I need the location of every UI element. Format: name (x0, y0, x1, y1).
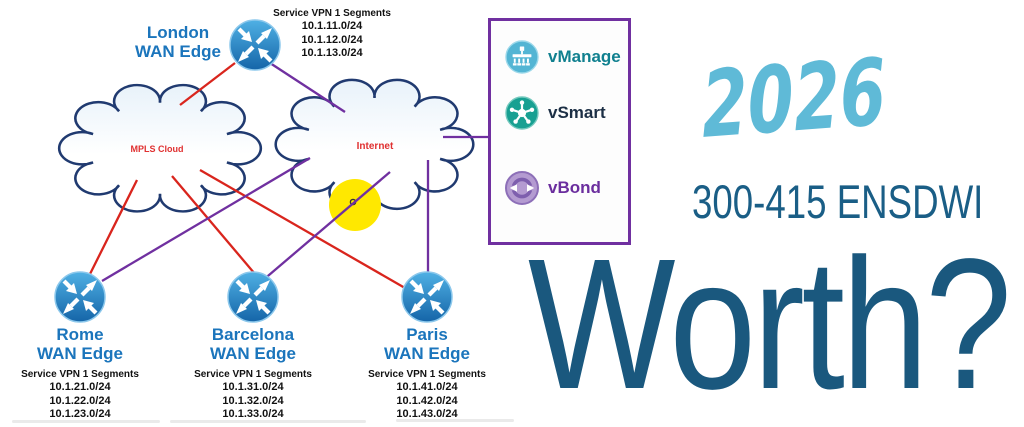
paris-segment: 10.1.41.0/24 (396, 381, 458, 393)
vbond-label: vBond (548, 178, 601, 197)
paris-segment: 10.1.42.0/24 (396, 394, 458, 407)
london-segment: 10.1.13.0/24 (301, 47, 363, 59)
rome-site-block: Rome WAN Edge Service VPN 1 Segments 10.… (5, 325, 155, 422)
vsmart-label: vSmart (548, 103, 606, 122)
london-segment: 10.1.11.0/24 (301, 20, 363, 32)
smudge-line (396, 419, 514, 422)
paris-site-block: Paris WAN Edge Service VPN 1 Segments 10… (352, 325, 502, 422)
london-vpn-block: Service VPN 1 Segments 10.1.11.0/24 10.1… (266, 7, 398, 61)
london-segment: 10.1.12.0/24 (301, 33, 363, 46)
london-vpn-title: Service VPN 1 Segments (273, 8, 391, 19)
vsmart-icon (505, 96, 539, 130)
smudge-line (170, 420, 366, 423)
link-internet-london (269, 62, 346, 113)
paris-segment: 10.1.43.0/24 (396, 408, 458, 420)
mpls-cloud-label: MPLS Cloud (130, 144, 184, 154)
london-label: London WAN Edge (128, 23, 228, 61)
paris-router-icon (402, 272, 452, 322)
london-city: London (146, 23, 210, 42)
barcelona-router-icon (228, 272, 278, 322)
link-mpls-london (179, 62, 236, 106)
controller-row-vsmart: vSmart (505, 96, 606, 130)
barcelona-role: WAN Edge (210, 344, 296, 363)
rome-role: WAN Edge (37, 344, 123, 363)
paris-vpn-title: Service VPN 1 Segments (368, 369, 486, 380)
barcelona-segment: 10.1.31.0/24 (222, 381, 284, 393)
paris-role: WAN Edge (384, 344, 470, 363)
barcelona-site-block: Barcelona WAN Edge Service VPN 1 Segment… (178, 325, 328, 422)
rome-city: Rome (56, 325, 104, 344)
vbond-icon (505, 171, 539, 205)
london-role: WAN Edge (135, 42, 221, 61)
rome-router-icon (55, 272, 105, 322)
headline-text: Worth? (528, 221, 1012, 427)
vmanage-icon (505, 40, 539, 74)
link-mpls-barcelona (171, 175, 256, 275)
barcelona-segment: 10.1.33.0/24 (222, 408, 284, 420)
link-internet-rome (101, 157, 311, 282)
link-internet-barcelona (261, 171, 391, 282)
vmanage-label: vManage (548, 47, 621, 66)
barcelona-vpn-title: Service VPN 1 Segments (194, 369, 312, 380)
year-text: 2026 (699, 38, 888, 159)
rome-segment: 10.1.23.0/24 (49, 408, 111, 420)
barcelona-city: Barcelona (211, 325, 295, 344)
rome-segment: 10.1.21.0/24 (49, 381, 111, 393)
controller-row-vmanage: vManage (505, 40, 621, 74)
rome-segment: 10.1.22.0/24 (49, 394, 111, 407)
paris-city: Paris (406, 325, 448, 344)
barcelona-segment: 10.1.32.0/24 (222, 394, 284, 407)
rome-vpn-title: Service VPN 1 Segments (21, 369, 139, 380)
link-mpls-rome (88, 179, 139, 275)
internet-cloud-label: Internet (356, 141, 394, 152)
smudge-line (12, 420, 160, 423)
controller-row-vbond: vBond (505, 171, 601, 205)
controllers-panel: vManage vSmart (488, 18, 631, 245)
link-mpls-paris (199, 169, 406, 289)
exam-code-text: 300-415 ENSDWI (692, 175, 984, 228)
